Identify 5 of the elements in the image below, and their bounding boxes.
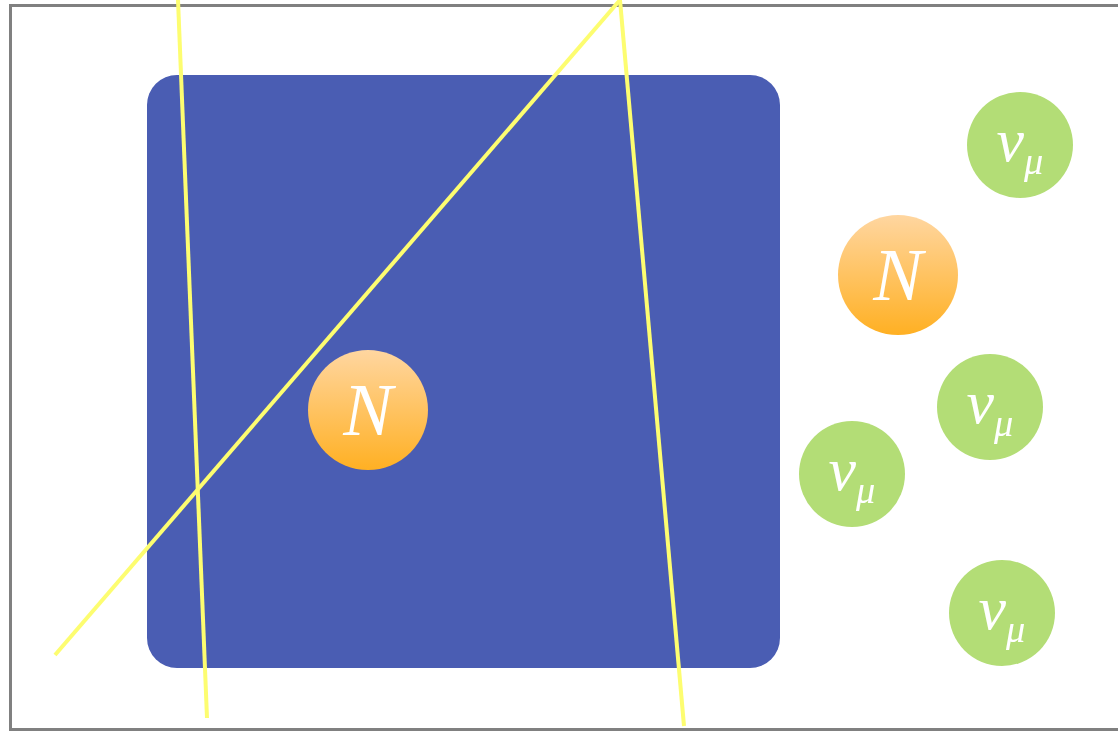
particle-symbol: ν$_{μ}$ — [978, 577, 1026, 649]
particle-symbol: ν$_{μ}$ — [828, 438, 876, 510]
detector-block — [147, 75, 780, 668]
particle-symbol: ν$_{μ}$ — [966, 371, 1014, 443]
particle-symbol: ν$_{μ}$ — [996, 109, 1044, 181]
